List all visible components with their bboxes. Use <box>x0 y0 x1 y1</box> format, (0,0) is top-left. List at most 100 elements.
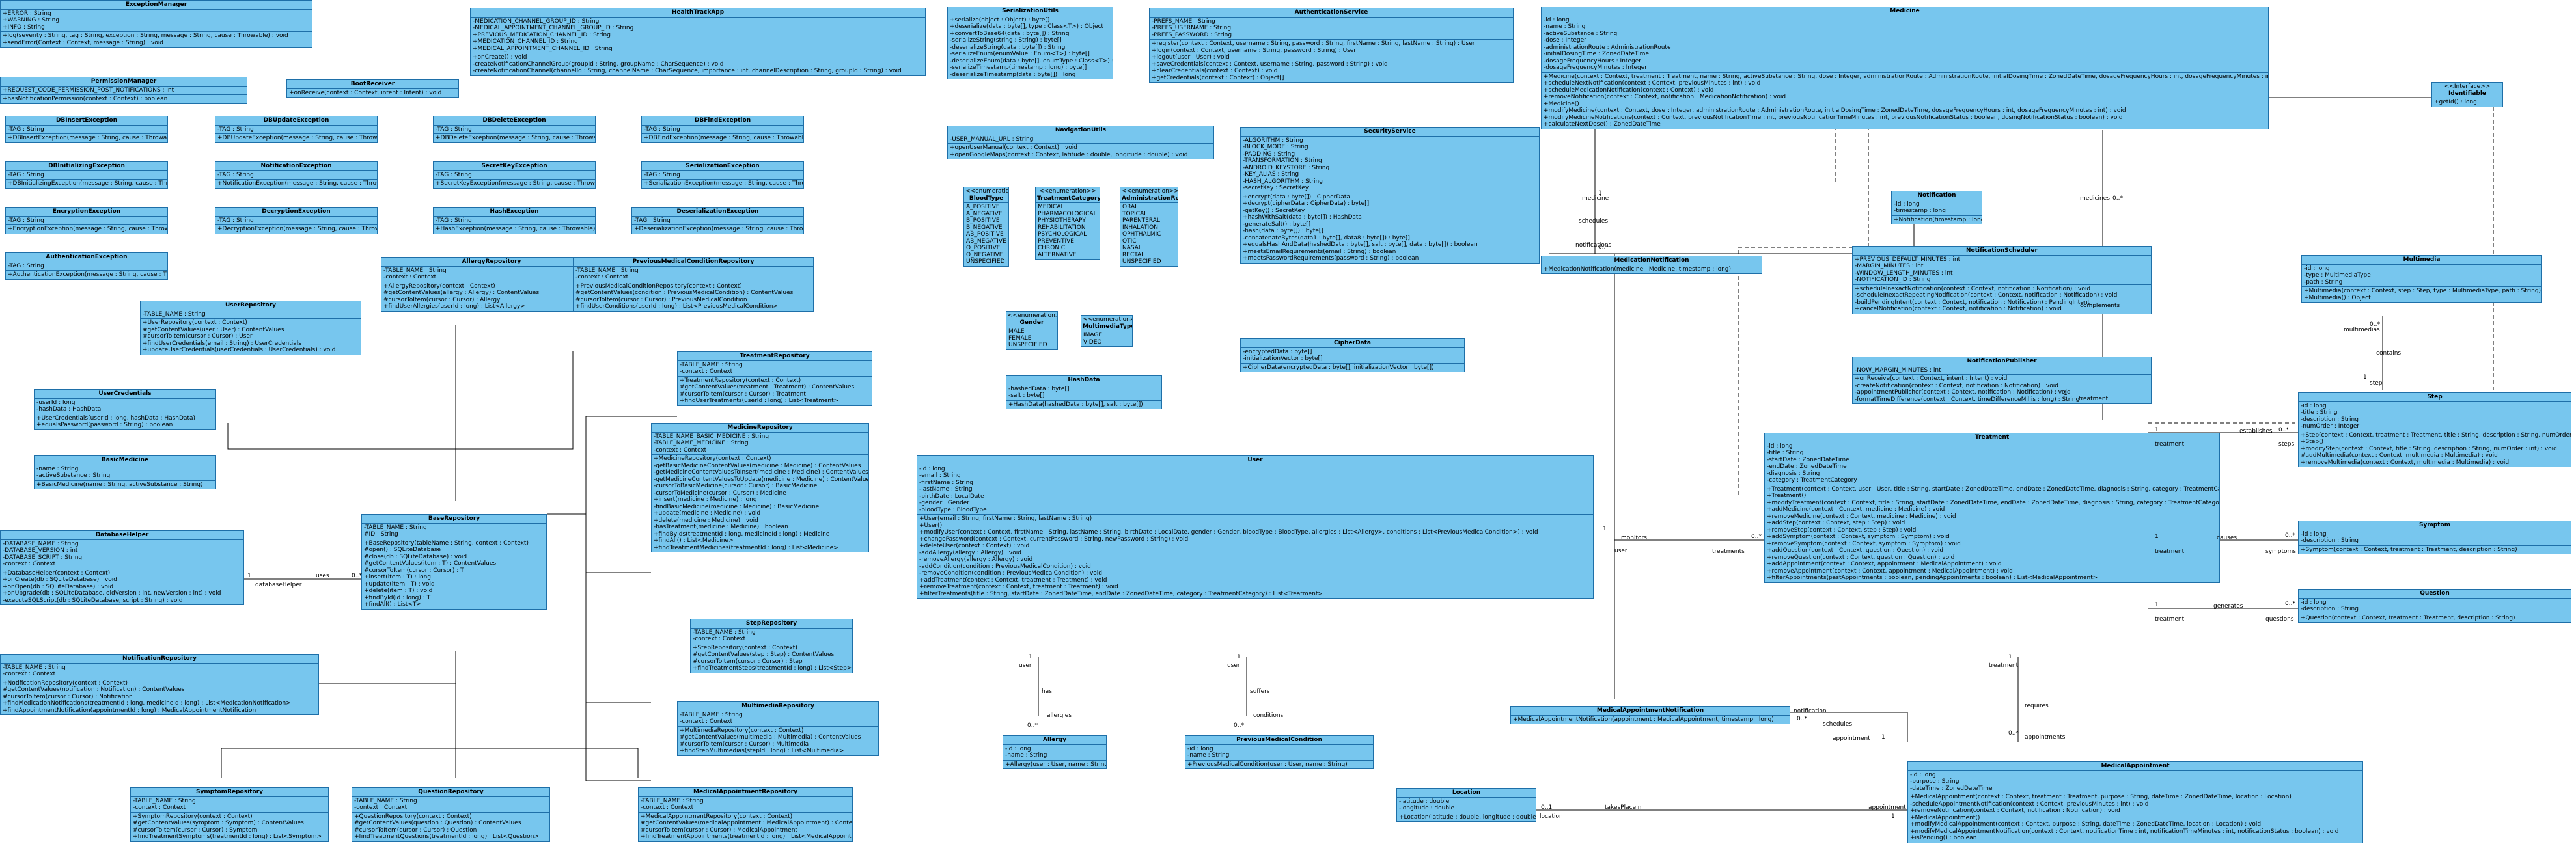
class-medicalappointment[interactable]: MedicalAppointment-id : long-purpose : S… <box>1907 761 2363 843</box>
class-multimedia[interactable]: Multimedia-id : long-type : MultimediaTy… <box>2301 255 2542 303</box>
class-operation: +register(context : Context, username : … <box>1152 40 1475 47</box>
class-symptomrepository[interactable]: SymptomRepository-TABLE_NAME : String-co… <box>130 787 329 842</box>
class-gender[interactable]: <<enumeration>>GenderMALEFEMALEUNSPECIFI… <box>1006 311 1058 350</box>
class-location[interactable]: Location-latitude : double-longitude : d… <box>1396 788 1536 822</box>
class-operation: +findUserAllergies(userId : long) : List… <box>383 303 525 310</box>
relationship-label: user <box>1019 662 1032 669</box>
class-fields: +PREVIOUS_DEFAULT_MINUTES : int-MARGIN_M… <box>1853 256 2151 285</box>
class-operation: +removeTreatment(context : Context, trea… <box>919 584 1118 590</box>
relationship-label: appointments <box>2025 734 2066 740</box>
class-healthtrackapp[interactable]: HealthTrackApp-MEDICATION_CHANNEL_GROUP_… <box>470 8 926 76</box>
class-serializationexception[interactable]: SerializationException-TAG : String+Seri… <box>641 161 804 189</box>
class-hashdata[interactable]: HashData-hashedData : byte[]-salt : byte… <box>1006 375 1162 409</box>
class-databasehelper[interactable]: DatabaseHelper-DATABASE_NAME : String-DA… <box>0 530 244 605</box>
class-medicinerepository[interactable]: MedicineRepository-TABLE_NAME_BASIC_MEDI… <box>651 423 869 552</box>
class-name: SerializationException <box>686 163 760 169</box>
class-header: Symptom <box>2299 521 2571 530</box>
class-notificationpublisher[interactable]: NotificationPublisher-NOW_MARGIN_MINUTES… <box>1852 357 2152 404</box>
class-allergyrepository[interactable]: AllergyRepository-TABLE_NAME : String-co… <box>381 257 602 312</box>
class-symptom[interactable]: Symptom-id : long-description : String+S… <box>2298 521 2571 554</box>
class-notification[interactable]: Notification-id : long-timestamp : long+… <box>1891 191 1982 224</box>
class-authenticationexception[interactable]: AuthenticationException-TAG : String+Aut… <box>5 252 168 280</box>
class-header: Medicine <box>1542 7 2268 16</box>
class-administrationroute[interactable]: <<enumeration>>AdministrationRouteORALTO… <box>1120 187 1178 267</box>
class-basicmedicine[interactable]: BasicMedicine-name : String-activeSubsta… <box>34 455 216 489</box>
class-fields: -TABLE_NAME_BASIC_MEDICINE : String-TABL… <box>652 433 868 455</box>
class-notificationexception[interactable]: NotificationException-TAG : String+Notif… <box>215 161 378 189</box>
class-methods: +Treatment(context : Context, user : Use… <box>1765 485 2219 582</box>
class-secretkeyexception[interactable]: SecretKeyException-TAG : String+SecretKe… <box>433 161 596 189</box>
class-cipherdata[interactable]: CipherData-encryptedData : byte[]-initia… <box>1240 338 1465 372</box>
class-dbinitializingexception[interactable]: DBInitializingException-TAG : String+DBI… <box>5 161 168 189</box>
class-attribute: -email : String <box>919 472 961 479</box>
class-navigationutils[interactable]: NavigationUtils-USER_MANUAL_URL : String… <box>947 126 1214 159</box>
class-authenticationservice[interactable]: AuthenticationService-PREFS_NAME : Strin… <box>1149 8 1514 83</box>
class-user[interactable]: User-id : long-email : String-firstName … <box>917 455 1594 599</box>
class-medicine[interactable]: Medicine-id : long-name : String-activeS… <box>1541 7 2269 129</box>
class-step[interactable]: Step-id : long-title : String-descriptio… <box>2298 392 2571 467</box>
class-name: MedicalAppointmentRepository <box>693 789 797 795</box>
class-attribute: +INFO : String <box>3 23 45 31</box>
class-exceptionmanager[interactable]: ExceptionManager+ERROR : String+WARNING … <box>0 0 312 48</box>
class-notificationrepository[interactable]: NotificationRepository-TABLE_NAME : Stri… <box>0 654 319 715</box>
class-decryptionexception[interactable]: DecryptionException-TAG : String+Decrypt… <box>215 207 378 234</box>
class-attribute: -TABLE_NAME : String <box>575 267 639 274</box>
class-encryptionexception[interactable]: EncryptionException-TAG : String+Encrypt… <box>5 207 168 234</box>
class-dbdeleteexception[interactable]: DBDeleteException-TAG : String+DBDeleteE… <box>433 116 596 143</box>
class-treatment[interactable]: Treatment-id : long-title : String-start… <box>1764 433 2220 583</box>
class-attribute: MALE <box>1008 328 1025 334</box>
class-attribute: -TAG : String <box>436 217 472 224</box>
class-hashexception[interactable]: HashException-TAG : String+HashException… <box>433 207 596 234</box>
class-notificationscheduler[interactable]: NotificationScheduler+PREVIOUS_DEFAULT_M… <box>1852 246 2152 314</box>
class-steprepository[interactable]: StepRepository-TABLE_NAME : String-conte… <box>690 619 853 673</box>
class-attribute: UNSPECIFIED <box>1122 258 1161 265</box>
class-attribute: -TABLE_NAME : String <box>693 629 756 636</box>
class-previousmedicalconditionrepository[interactable]: PreviousMedicalConditionRepository-TABLE… <box>573 257 814 312</box>
class-methods: +QuestionRepository(context : Context)#g… <box>352 813 549 841</box>
class-serializationutils[interactable]: SerializationUtils+serialize(object : Ob… <box>947 7 1113 79</box>
class-dbupdateexception[interactable]: DBUpdateException-TAG : String+DBUpdateE… <box>215 116 378 143</box>
class-fields: -TAG : String <box>6 217 167 225</box>
class-dbinsertexception[interactable]: DBInsertException-TAG : String+DBInsertE… <box>5 116 168 143</box>
class-bootreceiver[interactable]: BootReceiver+onReceive(context : Context… <box>286 79 459 98</box>
class-medicalappointmentrepository[interactable]: MedicalAppointmentRepository-TABLE_NAME … <box>638 787 853 842</box>
class-medicalappointmentnotification[interactable]: MedicalAppointmentNotification +MedicalAp… <box>1510 706 1790 724</box>
class-usercredentials[interactable]: UserCredentials-userId : long-hashData :… <box>34 389 216 430</box>
class-question[interactable]: Question-id : long-description : String+… <box>2298 589 2571 623</box>
class-operation: #cursorToItem(cursor : Cursor) : Allergy <box>383 296 501 303</box>
class-deserializationexception[interactable]: DeserializationException-TAG : String+De… <box>631 207 804 234</box>
class-attribute: -context : Context <box>654 446 707 454</box>
class-fields: -MEDICATION_CHANNEL_GROUP_ID : String-ME… <box>471 18 925 53</box>
class-multimediarepository[interactable]: MultimediaRepository-TABLE_NAME : String… <box>677 701 879 756</box>
class-previousmedicalcondition[interactable]: PreviousMedicalCondition-id : long-name … <box>1185 735 1374 769</box>
class-permissionmanager[interactable]: PermissionManager+REQUEST_CODE_PERMISSIO… <box>0 77 247 104</box>
class-name: MultimediaRepository <box>741 703 814 709</box>
class-attribute: -encryptedData : byte[] <box>1243 348 1312 355</box>
class-methods: +NotificationException(message : String,… <box>215 180 377 188</box>
class-allergy[interactable]: Allergy-id : long-name : String+Allergy(… <box>1003 735 1107 769</box>
class-attribute: -TAG : String <box>8 126 44 133</box>
class-securityservice[interactable]: SecurityService-ALGORITHM : String-BLOCK… <box>1240 127 1540 264</box>
class-attribute: CHRONIC <box>1038 245 1066 251</box>
class-attribute: ALTERNATIVE <box>1038 251 1077 258</box>
class-questionrepository[interactable]: QuestionRepository-TABLE_NAME : String-c… <box>352 787 550 842</box>
relationship-label: 1 <box>2155 534 2159 540</box>
class-userrepository[interactable]: UserRepository-TABLE_NAME : String+UserR… <box>140 301 361 355</box>
class-operation: +MedicalAppointmentNotification(appointm… <box>1513 716 1774 723</box>
class-medicationnotification[interactable]: MedicationNotification+MedicationNotific… <box>1541 256 1762 274</box>
class-identifiable[interactable]: <<Interface>>Identifiable+getId() : long <box>2431 82 2503 107</box>
class-operation: +MedicationNotification(medicine : Medic… <box>1544 265 1732 273</box>
class-dbfindexception[interactable]: DBFindException-TAG : String+DBFindExcep… <box>641 116 804 143</box>
class-operation: #cursorToItem(cursor : Cursor) : Medical… <box>641 826 797 834</box>
class-treatmentrepository[interactable]: TreatmentRepository-TABLE_NAME : String-… <box>677 351 872 406</box>
class-name: MedicalAppointmentNotification <box>1596 707 1704 714</box>
relationship-label: 0..* <box>2370 321 2380 328</box>
class-bloodtype[interactable]: <<enumeration>>BloodTypeA_POSITIVEA_NEGA… <box>963 187 1009 267</box>
inherit-line <box>456 748 639 778</box>
class-methods: +TreatmentRepository(context : Context)#… <box>678 377 872 405</box>
class-baserepository[interactable]: BaseRepository-TABLE_NAME : String#ID : … <box>361 514 547 610</box>
class-operation: +saveCredentials(context : Context, user… <box>1152 61 1388 68</box>
